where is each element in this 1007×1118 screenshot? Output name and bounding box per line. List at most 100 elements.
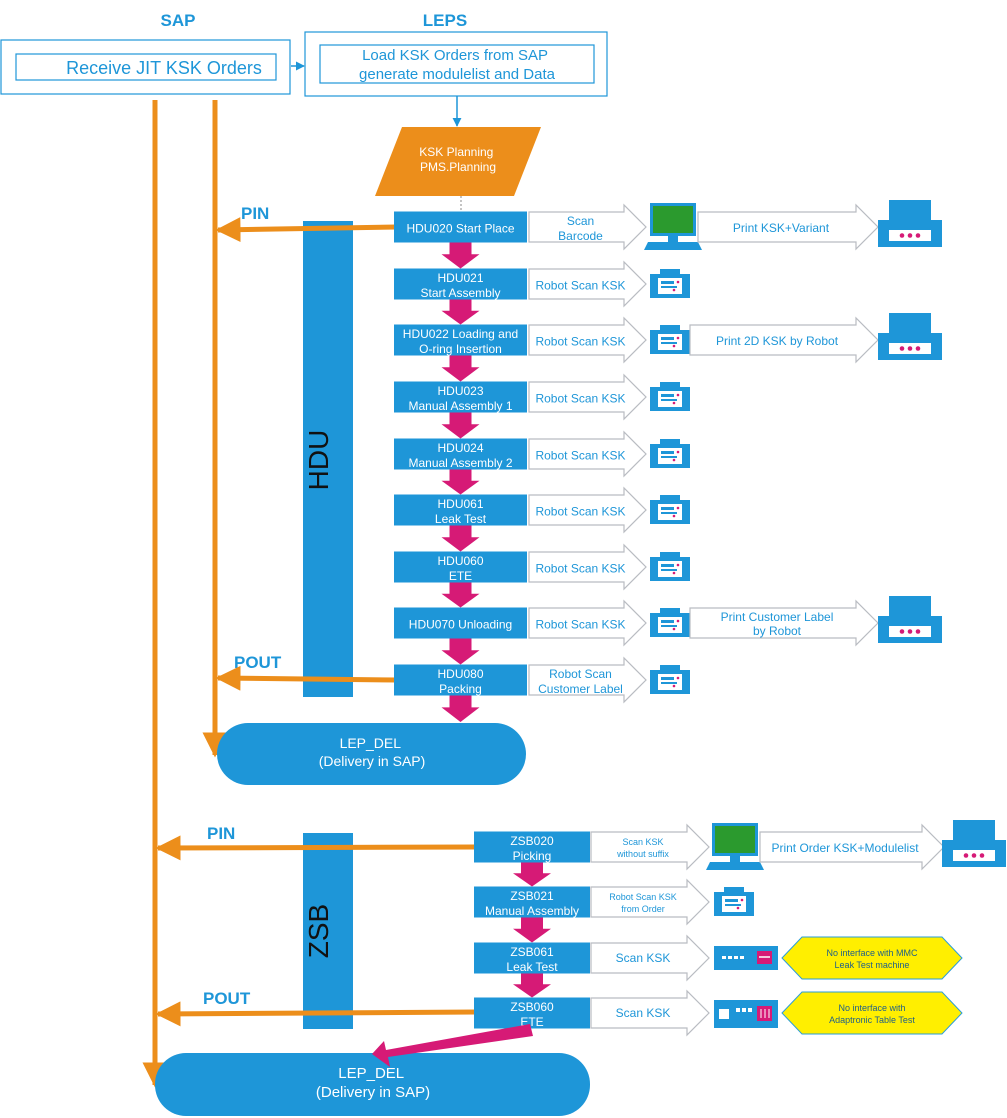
- zsb-pout-label: POUT: [203, 989, 251, 1008]
- print-action-arrow: [689, 316, 879, 364]
- leak-tester-icon: [714, 946, 778, 970]
- process-flow-arrow: [441, 412, 480, 439]
- station-box: [394, 438, 527, 470]
- station-box: [394, 324, 527, 356]
- hdu-delivery-box: [217, 723, 526, 785]
- print-action-arrow: [759, 823, 945, 871]
- scan-action-label: Robot Scan KSK: [535, 448, 625, 462]
- scan-action-label: Robot Scan KSK: [535, 278, 625, 292]
- label-scanner-icon: [650, 552, 690, 581]
- scan-action-arrow: [528, 260, 647, 308]
- scan-action-arrow: [528, 316, 647, 364]
- scan-action-arrow: [528, 430, 647, 478]
- station-box: [394, 211, 527, 243]
- label-scanner-icon: [714, 887, 754, 916]
- station-box: [474, 997, 590, 1029]
- hdu-pin-label: PIN: [241, 204, 269, 223]
- station-box: [394, 551, 527, 583]
- process-flow-arrow: [441, 469, 480, 495]
- zsb-bar: [303, 833, 353, 1029]
- process-flow-arrow: [441, 355, 480, 382]
- leps-lane-title: LEPS: [423, 11, 467, 30]
- print-action-arrow: [697, 203, 879, 251]
- zsb-pin-arrow: [155, 835, 477, 861]
- sap-box-label: Receive JIT KSK Orders: [66, 58, 262, 78]
- scan-action-label: Robot Scan KSK: [535, 391, 625, 405]
- label-scanner-icon: [650, 608, 690, 637]
- scan-action-arrow: [528, 656, 647, 704]
- station-box: [474, 942, 590, 974]
- scan-action-arrow: [528, 203, 647, 251]
- process-flow-arrow: [441, 525, 480, 552]
- scan-action-label: Robot Scan KSK: [535, 504, 625, 518]
- zsb-pout-arrow: [155, 1001, 477, 1027]
- hdu-delivery-label: LEP_DEL (Delivery in SAP): [319, 735, 426, 769]
- process-flow-arrow: [441, 242, 480, 269]
- station-box: [474, 886, 590, 918]
- hdu-station: HDU070 Unloading Robot Scan KSK Print Cust…: [394, 596, 942, 665]
- scan-action-label: Scan KSK: [616, 951, 671, 965]
- scan-action-arrow: [590, 878, 710, 926]
- process-flow-arrow: [441, 582, 480, 608]
- station-box: [394, 381, 527, 413]
- print-action-arrow: [689, 599, 879, 647]
- printer-icon: [878, 596, 942, 643]
- station-label: HDU070 Unloading: [409, 617, 512, 631]
- print-action-label: Print 2D KSK by Robot: [716, 334, 839, 348]
- zsb-delivery-box: [155, 1053, 590, 1116]
- hdu-bar: [303, 221, 353, 697]
- print-action-label: Print KSK+Variant: [733, 221, 830, 235]
- label-scanner-icon: [650, 382, 690, 411]
- hdu-pout-label: POUT: [234, 653, 282, 672]
- hdu-pout-arrow: [215, 665, 398, 691]
- scan-action-arrow: [590, 989, 710, 1037]
- planning-label: KSK Planning PMS.Planning: [419, 145, 496, 174]
- sap-box-inner: [15, 53, 277, 81]
- zsb-pin-label: PIN: [207, 824, 235, 843]
- scan-action-label: Robot Scan KSK: [535, 617, 625, 631]
- process-flow-arrow: [513, 862, 551, 887]
- station-box: [394, 607, 527, 639]
- scan-action-arrow: [528, 373, 647, 421]
- sap-lane-title: SAP: [161, 11, 196, 30]
- station-box: [394, 494, 527, 526]
- station-box: [394, 664, 527, 696]
- label-scanner-icon: [650, 439, 690, 468]
- label-scanner-icon: [650, 269, 690, 298]
- scan-action-arrow: [590, 934, 710, 982]
- label-scanner-icon: [650, 495, 690, 524]
- scan-action-arrow: [528, 486, 647, 534]
- zsb-final-flow-arrow: [372, 1024, 533, 1067]
- label-scanner-icon: [650, 325, 690, 354]
- zsb-delivery-label: LEP_DEL (Delivery in SAP): [316, 1065, 430, 1101]
- label-scanner-icon: [650, 665, 690, 694]
- scan-action-label: Robot Scan KSK: [535, 334, 625, 348]
